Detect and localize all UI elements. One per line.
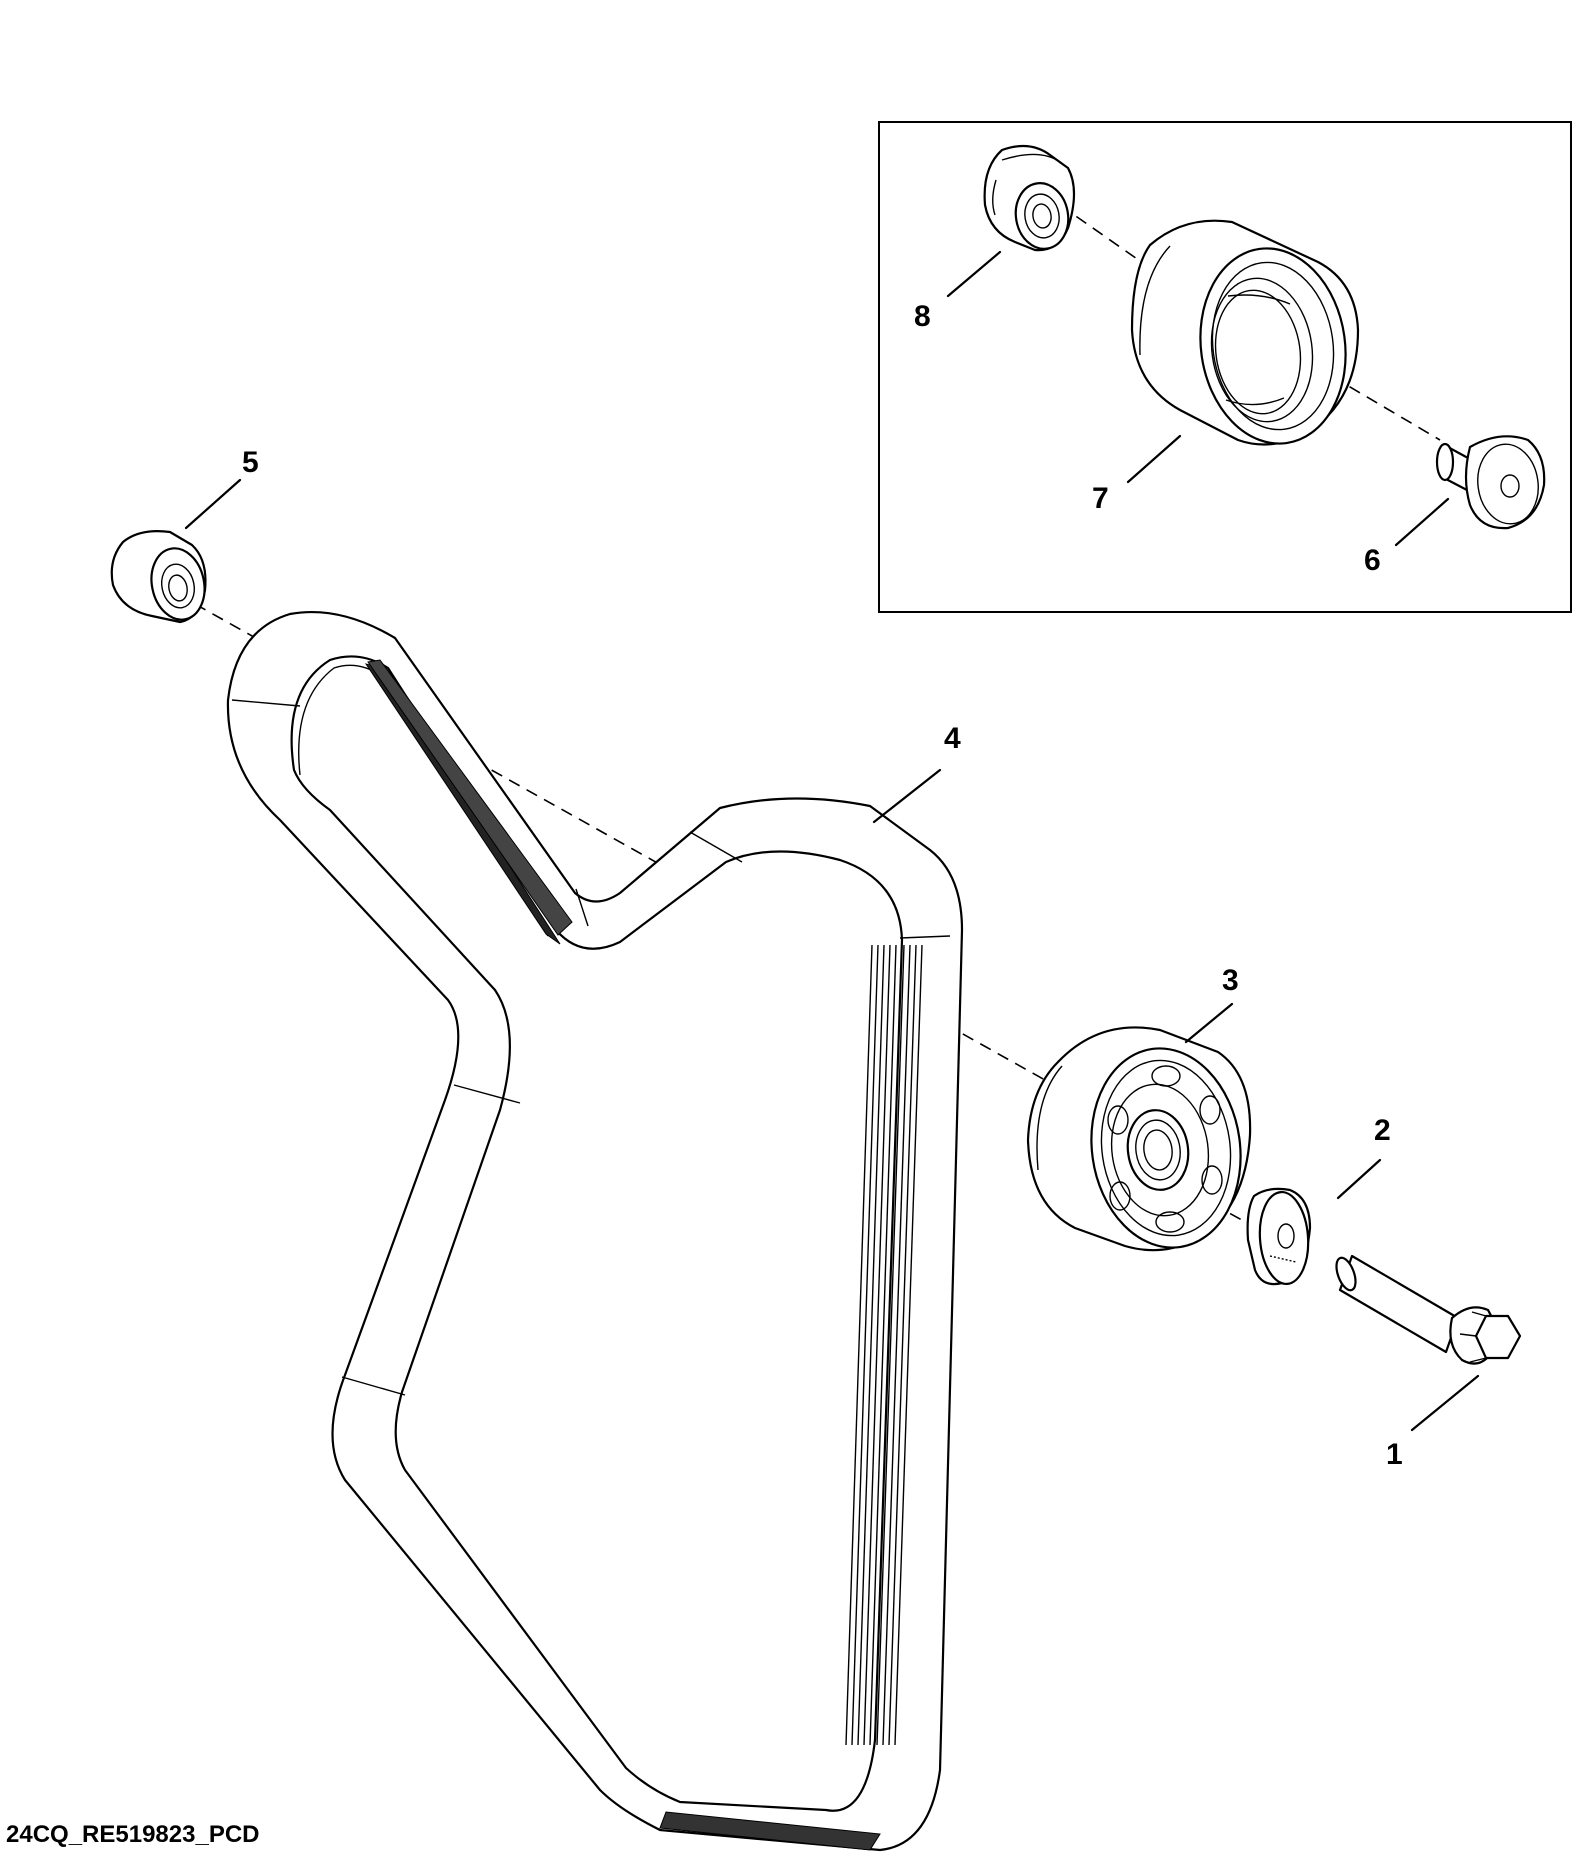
serpentine-belt-part [226, 611, 964, 1852]
flanged-shaft-part [1435, 435, 1546, 530]
callout-6: 6 [1364, 544, 1381, 577]
leader-line-2 [1336, 1158, 1382, 1200]
callout-5: 5 [242, 446, 259, 479]
callout-7: 7 [1092, 482, 1109, 515]
leader-line-1 [1410, 1374, 1480, 1432]
leader-line-7 [1126, 434, 1182, 484]
leader-line-6 [1394, 497, 1450, 547]
idler-pulley-part [1130, 219, 1360, 446]
bushing-spacer-part [983, 144, 1076, 252]
callout-2: 2 [1374, 1114, 1391, 1147]
washer-part [1246, 1187, 1312, 1286]
leader-line-4 [872, 768, 942, 824]
flange-bolt-part [1335, 1254, 1522, 1365]
leader-line-8 [946, 250, 1002, 298]
callout-3: 3 [1222, 964, 1239, 997]
drawing-code: 24CQ_RE519823_PCD [6, 1821, 260, 1848]
callout-4: 4 [944, 722, 961, 755]
main-pulley-part [1026, 1026, 1252, 1252]
leader-line-5 [184, 478, 242, 530]
inset-detail-box [878, 121, 1572, 613]
callout-1: 1 [1386, 1438, 1403, 1471]
spacer-bushing-part [110, 530, 207, 624]
callout-8: 8 [914, 300, 931, 333]
leader-line-3 [1184, 1002, 1234, 1044]
